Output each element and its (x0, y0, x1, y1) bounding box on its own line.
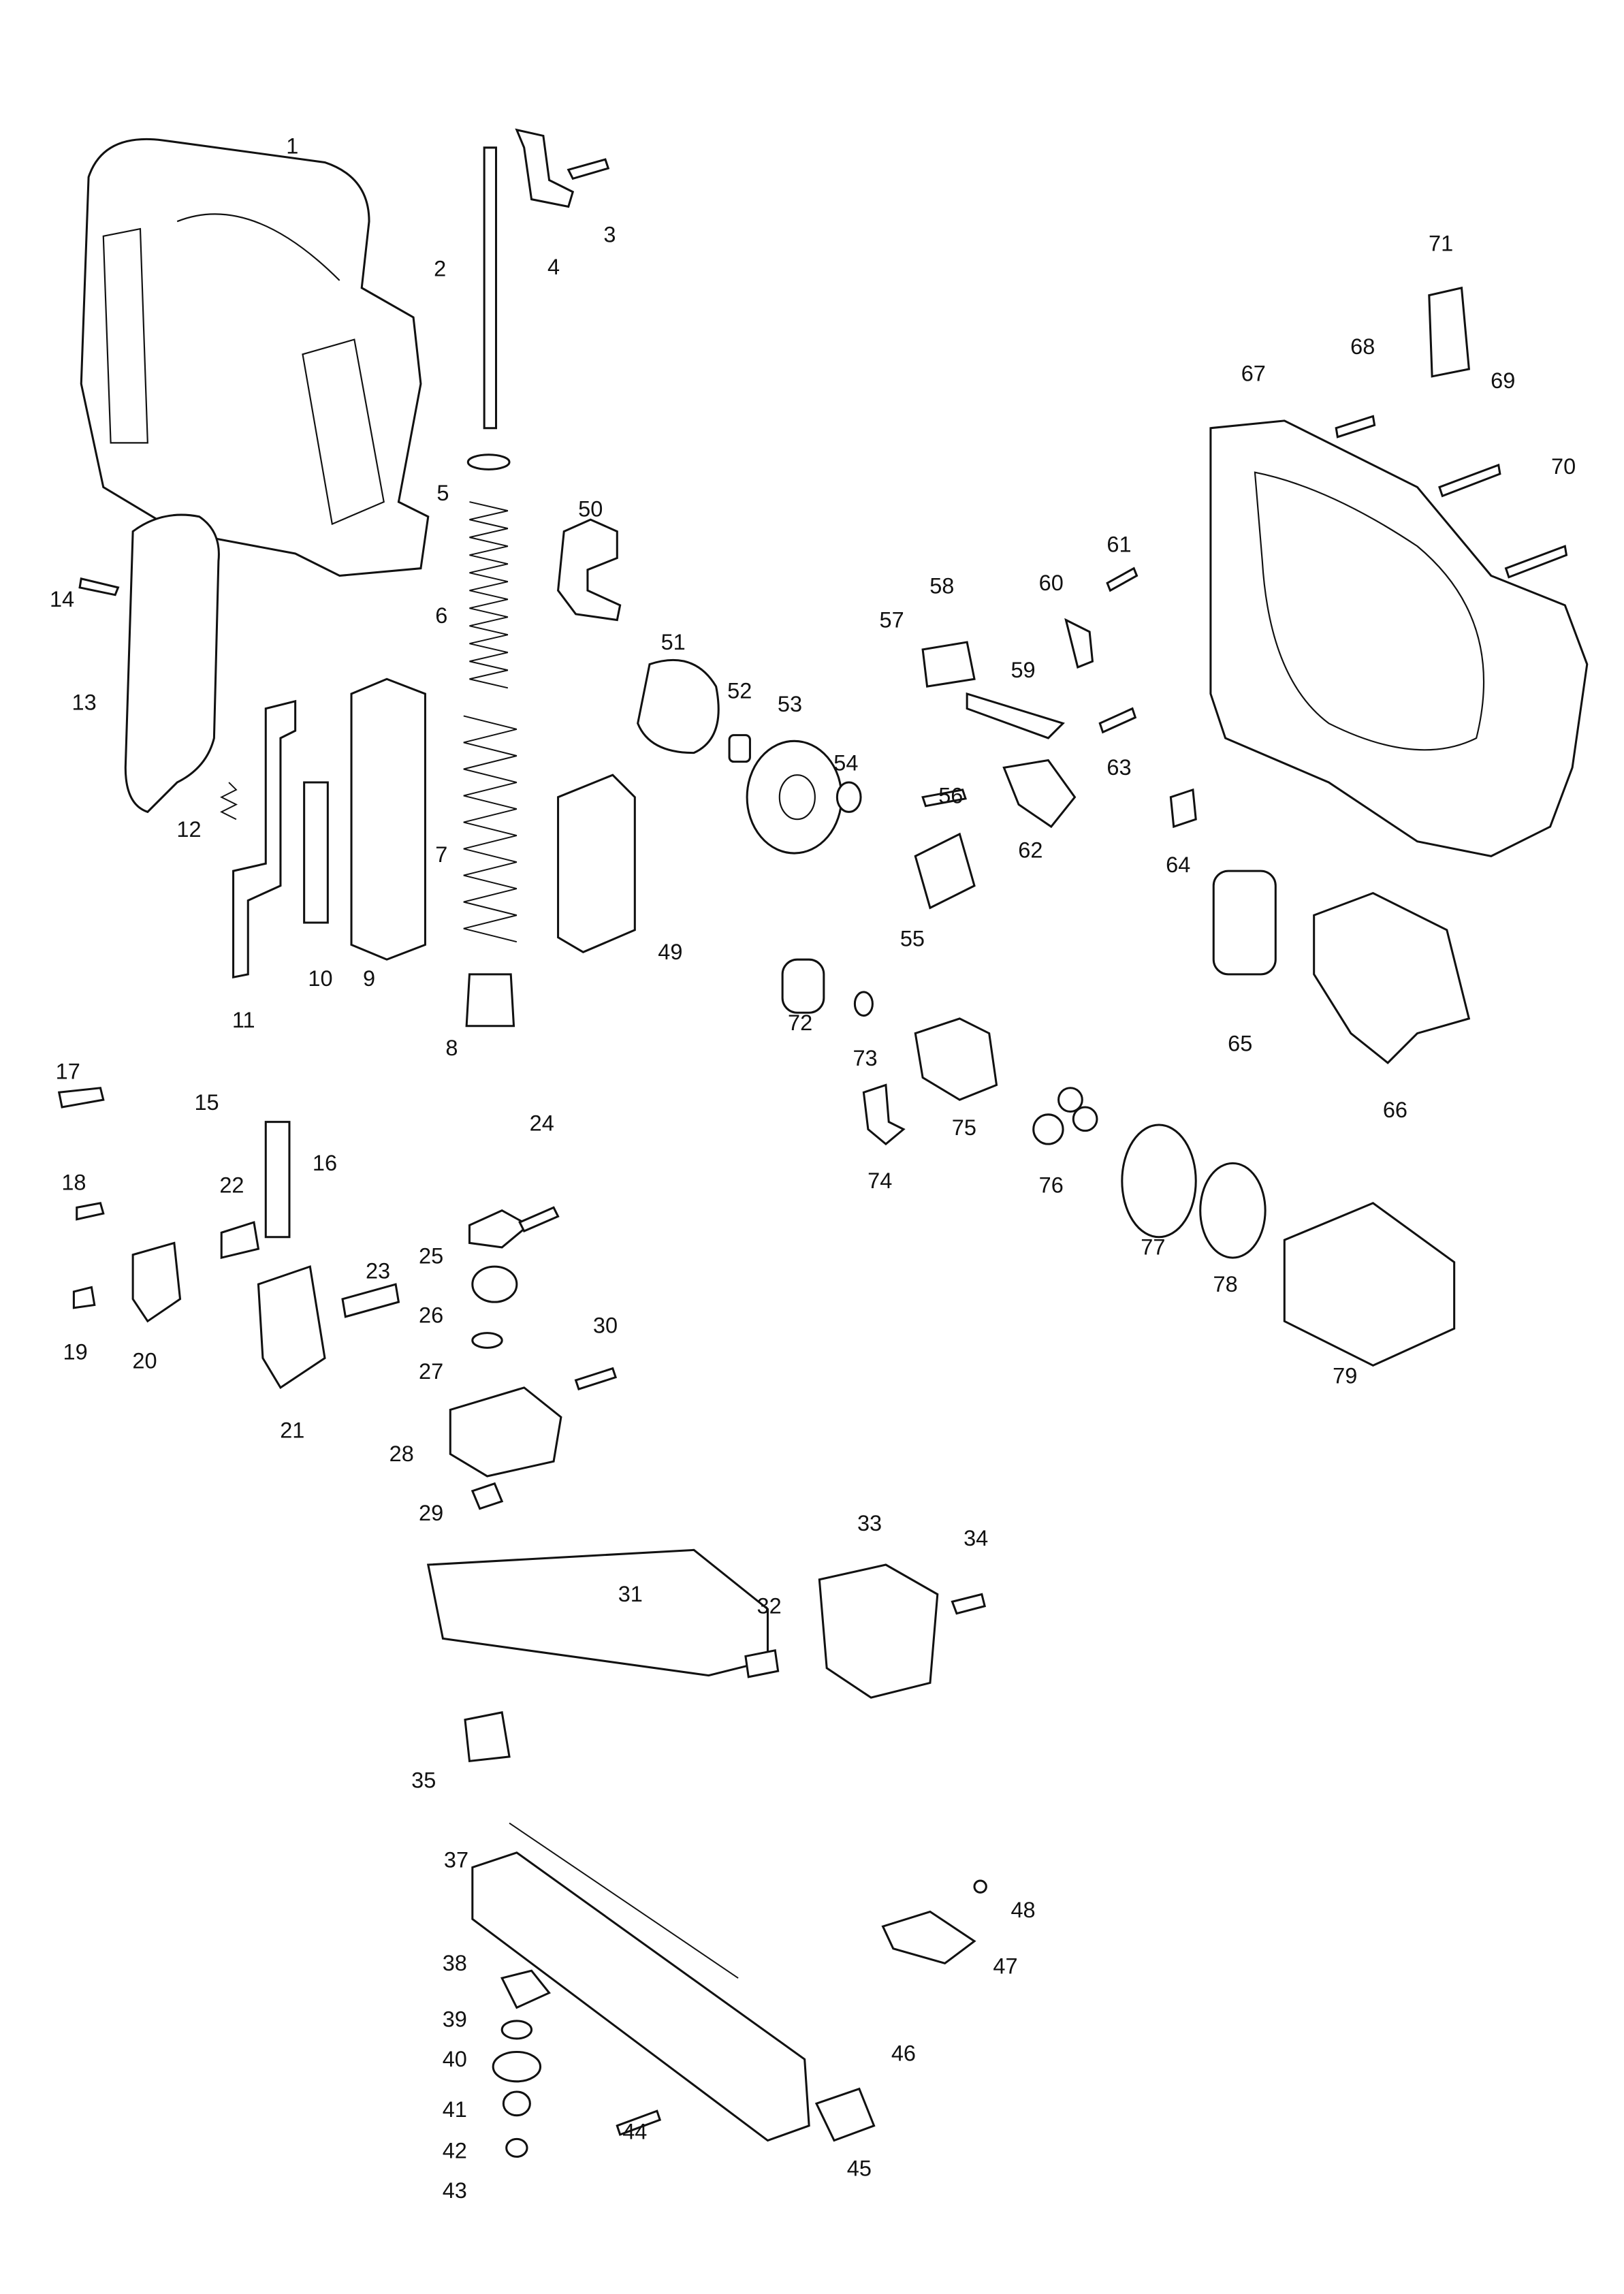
gear-part-53 (746, 739, 843, 855)
part-label-50[interactable]: 50 (578, 497, 603, 522)
part-label-67[interactable]: 67 (1241, 361, 1266, 385)
part-label-20[interactable]: 20 (132, 1349, 157, 1373)
part-label-46[interactable]: 46 (891, 2041, 916, 2065)
part-label-8[interactable]: 8 (445, 1036, 458, 1060)
part-label-59[interactable]: 59 (1010, 658, 1035, 682)
part-label-55[interactable]: 55 (900, 927, 925, 951)
part-label-30[interactable]: 30 (593, 1313, 618, 1338)
motor-part-79 (1283, 1202, 1456, 1367)
part-label-54[interactable]: 54 (833, 751, 858, 776)
spring-part-7 (463, 715, 518, 943)
spring-part-6 (469, 501, 509, 689)
part-label-65[interactable]: 65 (1228, 1032, 1252, 1056)
part-label-21[interactable]: 21 (280, 1418, 304, 1443)
part-label-63[interactable]: 63 (1106, 755, 1131, 780)
part-label-42[interactable]: 42 (443, 2138, 467, 2163)
part-label-74[interactable]: 74 (867, 1168, 892, 1193)
part-label-12[interactable]: 12 (176, 817, 201, 842)
part-label-68[interactable]: 68 (1350, 334, 1375, 359)
part-label-44[interactable]: 44 (622, 2119, 647, 2144)
part-label-17[interactable]: 17 (56, 1060, 80, 1084)
part-label-75[interactable]: 75 (952, 1115, 976, 1140)
part-label-9[interactable]: 9 (363, 966, 375, 991)
part-label-41[interactable]: 41 (443, 2097, 467, 2122)
part-label-64[interactable]: 64 (1166, 853, 1190, 877)
part-label-32[interactable]: 32 (757, 1593, 782, 1618)
part-label-25[interactable]: 25 (419, 1244, 443, 1269)
part-label-52[interactable]: 52 (727, 678, 752, 703)
part-label-6[interactable]: 6 (435, 603, 447, 628)
part-label-13[interactable]: 13 (71, 690, 96, 715)
part-label-16[interactable]: 16 (313, 1151, 337, 1175)
part-label-10[interactable]: 10 (308, 966, 332, 991)
part-drawings (57, 128, 1589, 2158)
cover-part-13 (124, 513, 220, 814)
part-label-62[interactable]: 62 (1018, 838, 1042, 863)
part-label-11[interactable]: 11 (232, 1008, 255, 1032)
part-label-33[interactable]: 33 (857, 1511, 882, 1535)
part-label-66[interactable]: 66 (1383, 1098, 1407, 1122)
part-label-28[interactable]: 28 (389, 1441, 414, 1466)
part-label-35[interactable]: 35 (411, 1768, 436, 1792)
part-label-1[interactable]: 1 (286, 133, 298, 158)
part-label-34[interactable]: 34 (964, 1526, 988, 1550)
part-label-2[interactable]: 2 (434, 256, 446, 281)
part-label-4[interactable]: 4 (547, 255, 560, 279)
part-label-58[interactable]: 58 (929, 573, 954, 598)
part-label-3[interactable]: 3 (603, 222, 616, 246)
part-label-57[interactable]: 57 (879, 607, 904, 632)
part-label-5[interactable]: 5 (436, 481, 449, 505)
part-label-38[interactable]: 38 (443, 1951, 467, 1975)
part-label-77[interactable]: 77 (1141, 1235, 1165, 1260)
part-label-14[interactable]: 14 (50, 587, 74, 611)
part-label-61[interactable]: 61 (1106, 532, 1131, 557)
part-labels: 1 2 3 4 5 6 7 8 9 10 11 12 13 14 15 16 1… (50, 133, 1576, 2203)
part-label-18[interactable]: 18 (61, 1170, 86, 1194)
part-label-76[interactable]: 76 (1039, 1173, 1064, 1198)
part-label-27[interactable]: 27 (419, 1359, 443, 1384)
part-label-56[interactable]: 56 (938, 783, 963, 808)
part-label-39[interactable]: 39 (443, 2007, 467, 2032)
part-label-60[interactable]: 60 (1039, 571, 1064, 595)
part-label-43[interactable]: 43 (443, 2178, 467, 2203)
part-label-15[interactable]: 15 (194, 1090, 219, 1115)
part-label-78[interactable]: 78 (1213, 1272, 1238, 1296)
rod-part-2 (483, 146, 498, 430)
part-label-23[interactable]: 23 (366, 1258, 390, 1283)
part-label-37[interactable]: 37 (444, 1847, 468, 1872)
part-label-45[interactable]: 45 (847, 2156, 872, 2180)
part-label-71[interactable]: 71 (1429, 231, 1453, 255)
magazine-part-31 (426, 1548, 769, 1677)
frame-part-67 (1209, 419, 1589, 858)
part-label-79[interactable]: 79 (1333, 1363, 1357, 1388)
part-label-29[interactable]: 29 (419, 1501, 443, 1525)
part-label-22[interactable]: 22 (219, 1173, 244, 1198)
part-label-19[interactable]: 19 (63, 1340, 87, 1365)
part-label-24[interactable]: 24 (530, 1111, 554, 1136)
part-label-70[interactable]: 70 (1551, 454, 1576, 479)
part-label-40[interactable]: 40 (443, 2047, 467, 2071)
part-label-47[interactable]: 47 (993, 1954, 1017, 1978)
part-label-69[interactable]: 69 (1491, 368, 1515, 393)
part-label-53[interactable]: 53 (778, 692, 802, 716)
part-label-72[interactable]: 72 (788, 1010, 812, 1035)
part-label-51[interactable]: 51 (661, 630, 686, 654)
part-label-31[interactable]: 31 (618, 1582, 643, 1606)
part-label-7[interactable]: 7 (435, 842, 447, 867)
part-label-49[interactable]: 49 (658, 940, 682, 964)
housing-part-1 (80, 138, 430, 577)
part-label-48[interactable]: 48 (1010, 1898, 1035, 1922)
part-label-73[interactable]: 73 (853, 1046, 877, 1070)
plate-part-9 (350, 678, 426, 961)
part-label-26[interactable]: 26 (419, 1303, 443, 1327)
